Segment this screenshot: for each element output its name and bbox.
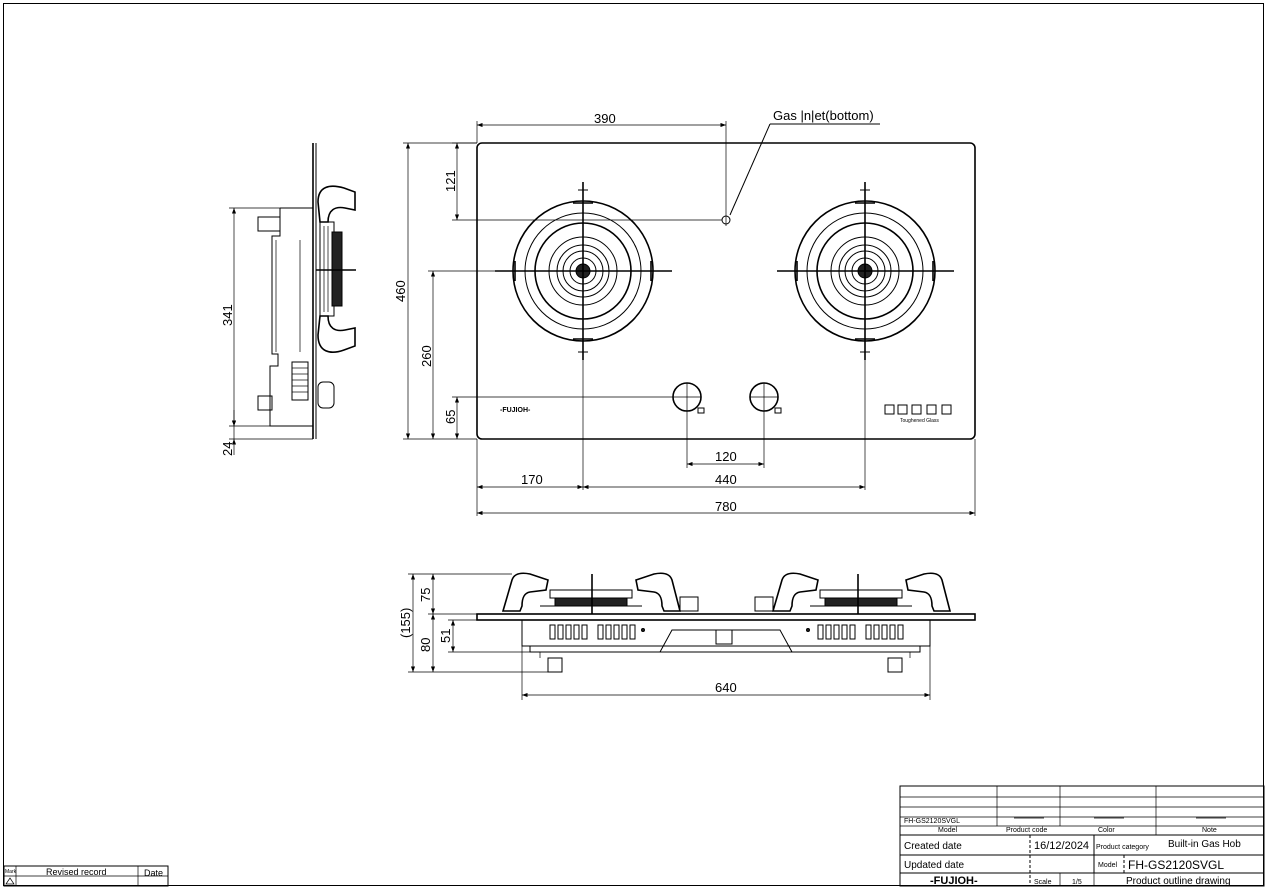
tb-model-value: FH-GS2120SVGL (1128, 858, 1224, 872)
tb-scale-label: Scale (1034, 879, 1052, 886)
tb-brand-logo: -FUJIOH- (930, 875, 978, 887)
panel-brand-text: -FUJIOH- (500, 407, 531, 414)
tb-created-value: 16/12/2024 (1034, 840, 1089, 852)
revision-block: Mark Revised record Date (3, 865, 169, 887)
dim-51: 51 (438, 629, 453, 643)
control-icons (884, 404, 952, 415)
title-block: FH-GS2120SVGL Model Product code Color N… (899, 785, 1265, 887)
rev-record-label: Revised record (46, 867, 107, 877)
dim-155: (155) (398, 608, 413, 638)
tb-category-label: Product category (1096, 844, 1149, 851)
dim-341: 341 (220, 304, 235, 326)
dim-390: 390 (594, 111, 616, 126)
tb-created-label: Created date (904, 841, 962, 852)
tb-drawing-type: Product outline drawing (1126, 876, 1231, 887)
side-view: 341 24 (220, 143, 356, 456)
tb-product-code-header: Product code (1006, 827, 1047, 834)
left-knob (672, 382, 705, 414)
tb-color-header: Color (1098, 827, 1115, 834)
tb-model-code: FH-GS2120SVGL (904, 818, 960, 825)
tb-scale-value: 1/5 (1072, 879, 1082, 886)
dim-460: 460 (393, 280, 408, 302)
panel-glass-text: Toughened Glass (900, 418, 939, 424)
tb-model-header: Model (938, 827, 958, 834)
dim-75: 75 (418, 588, 433, 602)
right-burner (777, 182, 954, 360)
top-view: -FUJIOH- Toughened Glass Gas |n|et(botto… (393, 108, 976, 516)
dim-170: 170 (521, 472, 543, 487)
tb-updated-label: Updated date (904, 860, 964, 871)
left-burner (495, 182, 672, 360)
tb-model-label: Model (1098, 862, 1118, 869)
gas-inlet-leader (729, 123, 771, 216)
tb-note-header: Note (1202, 827, 1217, 834)
right-knob (749, 382, 782, 414)
front-vents (549, 624, 904, 640)
gas-inlet-label: Gas |n|et(bottom) (773, 108, 874, 123)
dim-121: 121 (443, 170, 458, 192)
dim-640: 640 (715, 680, 737, 695)
dim-65: 65 (443, 410, 458, 424)
dim-440: 440 (715, 472, 737, 487)
dim-780: 780 (715, 499, 737, 514)
dim-120: 120 (715, 449, 737, 464)
tb-category-value: Built-in Gas Hob (1168, 839, 1241, 850)
dim-260: 260 (419, 345, 434, 367)
dim-80: 80 (418, 638, 433, 652)
page-border (3, 3, 1264, 886)
rev-date-label: Date (144, 868, 163, 878)
dim-24: 24 (220, 442, 235, 456)
front-view: (155) 75 80 51 640 (398, 572, 976, 700)
rev-mark-label: Mark (5, 869, 17, 875)
